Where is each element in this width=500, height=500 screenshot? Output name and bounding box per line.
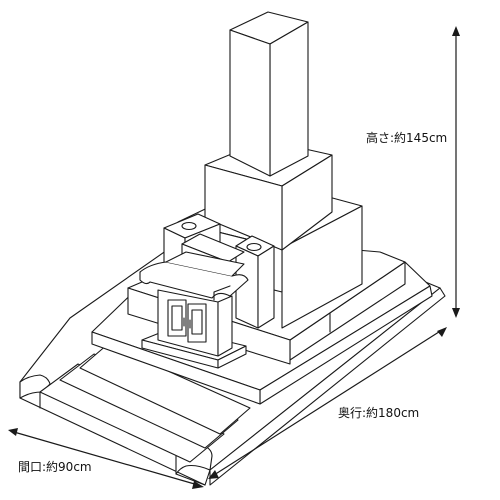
- height-label: 高さ:約145cm: [366, 131, 448, 145]
- main-pillar: [229, 11, 309, 177]
- width-label: 間口:約90cm: [18, 460, 92, 474]
- front-steps: [39, 343, 251, 463]
- width-arrow: [13, 431, 199, 486]
- depth-arrow: [213, 329, 443, 476]
- depth-label: 奥行:約180cm: [338, 406, 420, 420]
- offering-altar: [139, 251, 249, 369]
